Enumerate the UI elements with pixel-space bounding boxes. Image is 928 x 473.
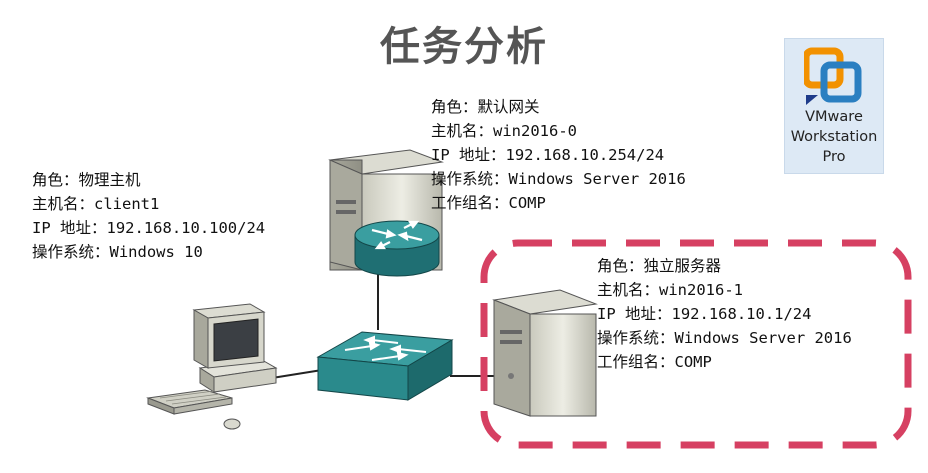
independent-server-icon: [492, 289, 598, 417]
server-ip: IP 地址：192.168.10.1/24: [597, 305, 812, 323]
vmware-label-line3: Pro: [822, 149, 846, 165]
client-info: 角色：物理主机 主机名：client1 IP 地址：192.168.10.100…: [32, 168, 265, 264]
gateway-hostname: 主机名：win2016-0: [431, 122, 577, 140]
vmware-label: VMware Workstation Pro: [785, 107, 883, 167]
gateway-ip: IP 地址：192.168.10.254/24: [431, 146, 665, 164]
vmware-label-line1: VMware: [805, 109, 863, 125]
page-title: 任务分析: [380, 24, 548, 70]
server-role: 角色：独立服务器: [597, 257, 722, 275]
gateway-info: 角色：默认网关 主机名：win2016-0 IP 地址：192.168.10.2…: [431, 95, 686, 215]
server-os: 操作系统：Windows Server 2016: [597, 329, 852, 347]
link-client-switch: [271, 369, 323, 379]
server-info: 角色：独立服务器 主机名：win2016-1 IP 地址：192.168.10.…: [597, 254, 852, 374]
client-ip: IP 地址：192.168.10.100/24: [32, 219, 266, 237]
vmware-workstation-icon: [804, 47, 862, 105]
gateway-os: 操作系统：Windows Server 2016: [431, 170, 686, 188]
vmware-shortcut[interactable]: VMware Workstation Pro: [784, 38, 884, 174]
client-hostname: 主机名：client1: [32, 195, 160, 213]
server-highlight-box: [480, 239, 912, 449]
server-hostname: 主机名：win2016-1: [597, 281, 743, 299]
router-icon: [354, 220, 440, 277]
switch-icon: [316, 331, 454, 401]
vmware-label-line2: Workstation: [790, 129, 878, 145]
client-os: 操作系统：Windows 10: [32, 243, 203, 261]
gateway-workgroup: 工作组名：COMP: [431, 194, 546, 212]
gateway-role: 角色：默认网关: [431, 98, 540, 116]
client-role: 角色：物理主机: [32, 171, 141, 189]
server-workgroup: 工作组名：COMP: [597, 353, 712, 371]
client-pc-icon: [146, 303, 278, 430]
